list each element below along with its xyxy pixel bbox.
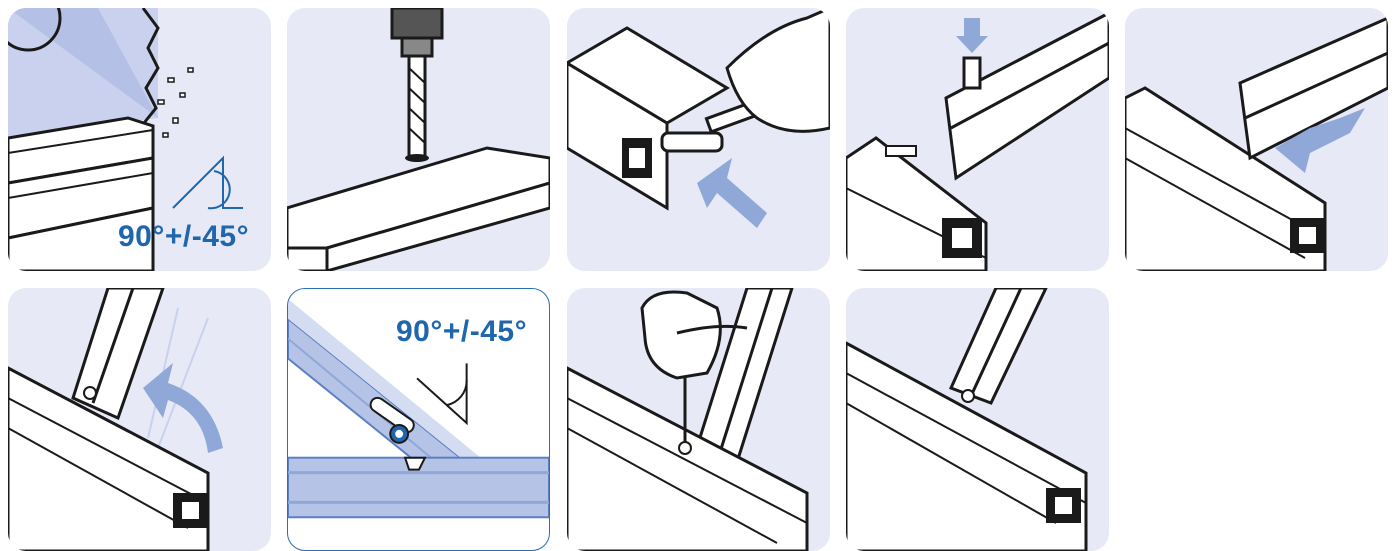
step-7-angle-detail-panel: 90°+/-45° [287,288,550,551]
angle-label-step-7: 90°+/-45° [396,315,527,349]
step-8-tighten-screw-panel [567,288,830,551]
step-5-join-profiles-panel [1125,8,1388,271]
step-9-finished-joint-panel [846,288,1109,551]
angle-label-step-1: 90°+/-45° [118,220,249,254]
tap-thread-icon [567,8,830,271]
step-1-saw-cut-panel: 90°+/-45° [8,8,271,271]
step-4-insert-bolt-panel [846,8,1109,271]
rotate-profile-icon [8,288,271,551]
step-3-tap-thread-panel [567,8,830,271]
insert-bolt-icon [846,8,1109,271]
tighten-screw-icon [567,288,830,551]
join-profiles-icon [1125,8,1388,271]
step-6-rotate-profile-panel [8,288,271,551]
step-2-drill-panel [287,8,550,271]
drill-icon [287,8,550,271]
finished-joint-icon [846,288,1109,551]
